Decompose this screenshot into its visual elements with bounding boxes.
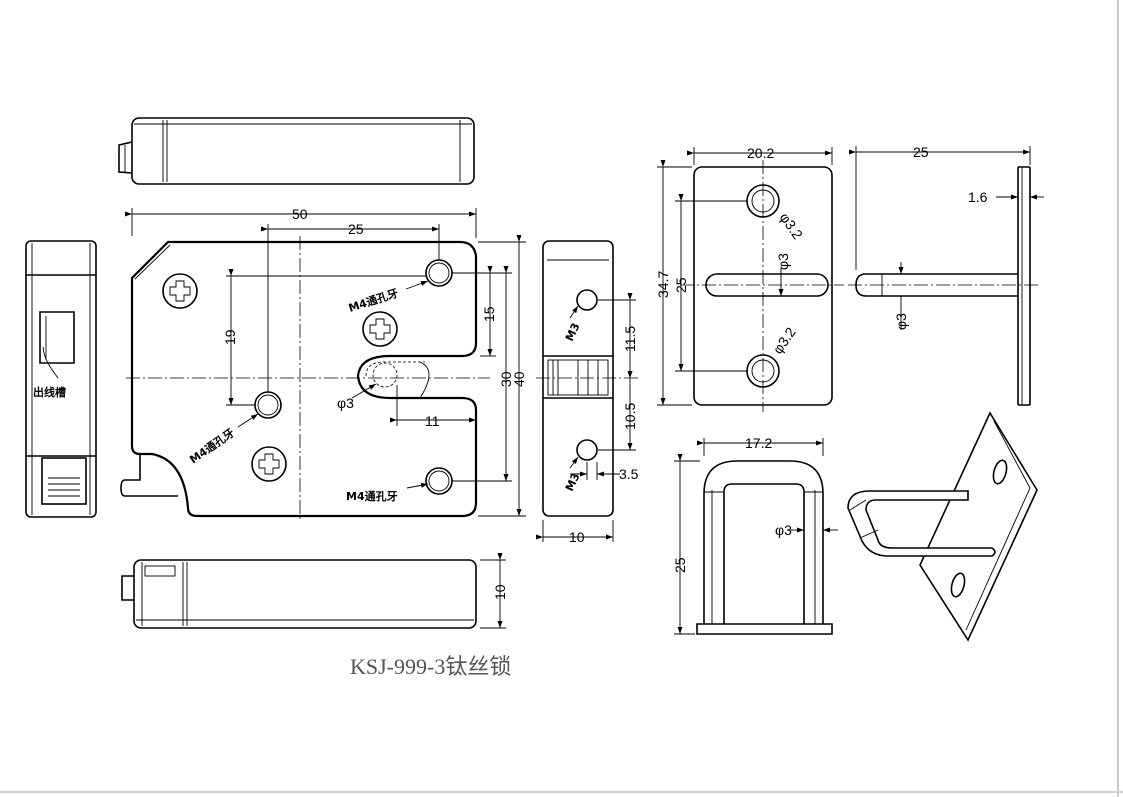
dim-plate-height: 34.7 [655, 271, 671, 298]
sheet-border-bottom [0, 791, 1123, 793]
dim-upper-to-slot: 15 [481, 306, 497, 322]
drawing-title: KSJ-999-3钛丝锁 [350, 654, 511, 679]
dim-side-3-5: 3.5 [619, 466, 639, 482]
dim-side-10-5: 10.5 [622, 403, 638, 430]
dim-slot-height: 30 [498, 371, 514, 387]
front-view: 50 25 19 15 30 40 [120, 206, 527, 522]
wire-slot-label: 出线槽 [33, 385, 66, 399]
isometric-view [847, 411, 1038, 642]
dim-bracket-depth: 25 [913, 144, 929, 160]
dim-plate-hole-dia-upper: φ3.2 [777, 210, 807, 243]
m3-label-upper: M3 [563, 321, 583, 343]
top-view [118, 117, 475, 185]
dim-loop-width: 17.2 [745, 435, 772, 451]
m4-label-left: M4通孔牙 [187, 426, 237, 466]
dim-loop-height: 25 [672, 557, 688, 573]
dim-slot-dia: φ3 [337, 395, 354, 411]
dim-main-width: 50 [292, 206, 308, 222]
screw-center-icon [362, 311, 398, 347]
screw-lower-icon [251, 446, 287, 482]
dim-plate-thickness: 1.6 [968, 189, 988, 205]
loop-front-view: 17.2 25 φ3 [672, 435, 838, 635]
sheet-border-right [1117, 0, 1119, 797]
dim-plate-slot-dia: φ3 [775, 253, 791, 270]
dim-hole-spacing-y: 19 [222, 329, 238, 345]
dim-loop-wire-dia: φ3 [775, 522, 792, 538]
dim-side-width: 10 [569, 529, 585, 545]
m4-label-upper: M4通孔牙 [347, 287, 400, 315]
screw-upper-left-icon [162, 273, 198, 309]
dim-body-height: 40 [511, 371, 527, 387]
bottom-view: 10 [121, 553, 508, 629]
dim-hole-spacing-x: 25 [348, 221, 364, 237]
dim-wire-dia: φ3 [893, 313, 909, 330]
right-side-view: 11.5 10.5 3.5 10 M3 M3 [536, 240, 640, 545]
strike-plate-front: 20.2 34.7 25 φ3.2 φ3.2 φ3 [655, 145, 844, 412]
dim-slot-depth: 11 [425, 413, 440, 429]
strike-bracket-side: 25 1.6 φ3 [848, 144, 1044, 406]
left-side-view: 出线槽 [25, 240, 97, 518]
dim-side-11-5: 11.5 [622, 326, 638, 352]
dim-plate-hole-spacing: 25 [673, 277, 689, 293]
dim-bottom-thickness: 10 [492, 584, 508, 600]
dim-plate-hole-dia-lower: φ3.2 [769, 324, 799, 357]
m4-label-lower: M4通孔牙 [346, 490, 398, 503]
dim-plate-width: 20.2 [747, 145, 774, 161]
